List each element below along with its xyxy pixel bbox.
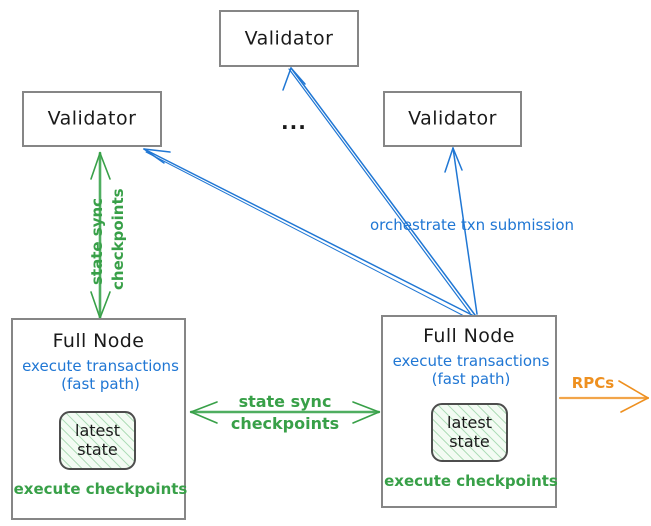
vertical-state-sync-line1: state sync (88, 197, 106, 285)
full-node-right-title: Full Node (423, 325, 515, 347)
horizontal-state-sync-line2: checkpoints (230, 414, 340, 433)
validator-top-label: Validator (244, 27, 334, 50)
full-node-box-left[interactable]: Full Node execute transactions (fast pat… (11, 318, 188, 520)
validator-box-right[interactable]: Validator (383, 91, 522, 147)
full-node-right-execute-transactions: execute transactions (fast path) (392, 352, 550, 388)
vertical-state-sync-line2: checkpoints (109, 188, 127, 290)
full-node-left-state-label: latest state (75, 420, 120, 459)
arrow-fullnode-to-top-validator (282, 67, 476, 316)
validator-box-left[interactable]: Validator (22, 91, 162, 147)
horizontal-state-sync-line1: state sync (238, 392, 332, 411)
validator-box-top[interactable]: Validator (219, 10, 359, 67)
arrow-horizontal-state-sync (189, 401, 381, 424)
arrow-fullnode-to-right-validator (444, 147, 478, 315)
validators-ellipsis: ... (281, 110, 307, 134)
validator-right-label: Validator (408, 107, 497, 130)
full-node-left-execute-checkpoints: execute checkpoints (13, 480, 188, 498)
full-node-right-state-label: latest state (447, 412, 492, 451)
validator-left-label: Validator (47, 107, 137, 130)
rpcs-label: RPCs (571, 374, 615, 392)
arrow-rpcs (558, 380, 650, 413)
full-node-right-execute-checkpoints: execute checkpoints (384, 472, 558, 490)
full-node-left-execute-transactions: execute transactions (fast path) (22, 357, 179, 393)
arrow-fullnode-to-top-validator-b (288, 68, 471, 314)
orchestrate-txn-submission-label: orchestrate txn submission (369, 216, 575, 234)
full-node-box-right[interactable]: Full Node execute transactions (fast pat… (381, 315, 558, 508)
full-node-left-state-box: latest state (59, 411, 136, 470)
arrow-vertical-state-sync (90, 151, 111, 320)
full-node-right-state-box: latest state (431, 403, 508, 462)
full-node-left-title: Full Node (52, 330, 145, 352)
arrow-fullnode-to-left-validator (143, 148, 475, 319)
